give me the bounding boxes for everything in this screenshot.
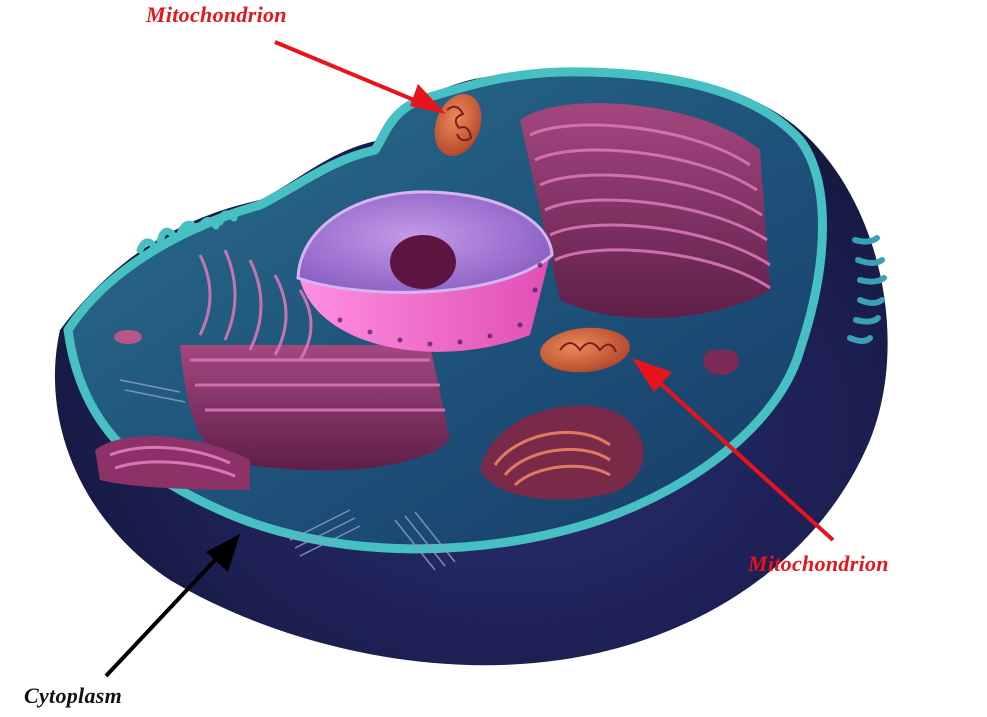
nucleolus <box>390 235 456 289</box>
label-cytoplasm: Cytoplasm <box>24 683 122 709</box>
vesicle-left <box>114 330 142 344</box>
label-mitochondrion-right: Mitochondrion <box>748 551 889 577</box>
label-mitochondrion-top: Mitochondrion <box>146 2 287 28</box>
rough-er-right <box>520 103 770 318</box>
